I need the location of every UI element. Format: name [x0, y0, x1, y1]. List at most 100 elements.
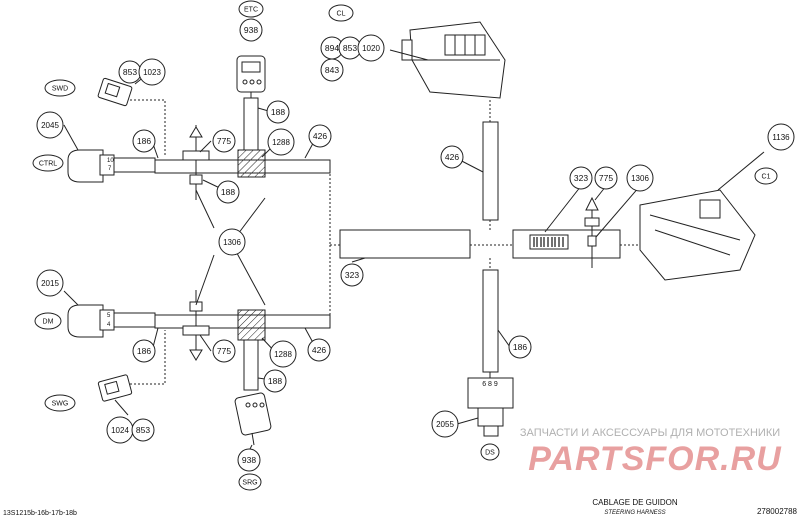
callout-c-186-upper: 186 [132, 129, 156, 153]
footer-title: CABLAGE DE GUIDON [592, 498, 678, 507]
callout-c-2045: 2045 [36, 111, 64, 139]
tag-c1: C1 [754, 167, 778, 185]
svg-text:186: 186 [137, 346, 151, 356]
tag-ds: DS [480, 443, 500, 461]
callout-c-188-upper-low: 188 [216, 180, 240, 204]
ds-lead [482, 269, 499, 373]
callout-c-1306-right: 1306 [626, 164, 654, 192]
callout-c-843: 843 [320, 58, 344, 82]
cl-lead [482, 121, 499, 221]
ctrl-pin-a: 10 [107, 158, 114, 164]
swg-connector [97, 374, 133, 402]
lower-srg-lead [243, 339, 259, 391]
callout-c-323-right: 323 [569, 166, 593, 190]
callout-c-775-right: 775 [594, 166, 618, 190]
footer-subtitle: STEERING HARNESS [604, 510, 665, 516]
watermark-brand: PARTSFOR.RU [528, 440, 782, 478]
svg-text:188: 188 [268, 376, 282, 386]
svg-text:DS: DS [485, 450, 495, 457]
svg-text:1306: 1306 [223, 238, 241, 247]
svg-text:853: 853 [136, 425, 150, 435]
srg-connector [234, 392, 272, 446]
callout-c-938-bottom: 938 [237, 448, 261, 472]
svg-text:853: 853 [343, 43, 357, 53]
callout-c-1020: 1020 [357, 34, 385, 62]
dm-pin-b: 4 [107, 322, 111, 328]
svg-text:CTRL: CTRL [39, 161, 57, 168]
svg-text:186: 186 [513, 342, 527, 352]
tag-srg: SRG [238, 473, 262, 491]
svg-text:775: 775 [217, 346, 231, 356]
svg-text:775: 775 [217, 136, 231, 146]
svg-text:ETC: ETC [244, 7, 258, 14]
svg-text:DM: DM [43, 319, 54, 326]
callout-c-2015: 2015 [36, 269, 64, 297]
upper-junction-block [237, 149, 266, 178]
callout-c-186-lower: 186 [132, 339, 156, 363]
svg-text:1020: 1020 [362, 44, 380, 53]
svg-text:426: 426 [313, 131, 327, 141]
lower-junction-block [237, 309, 266, 341]
svg-text:323: 323 [345, 270, 359, 280]
callout-c-2055: 2055 [431, 410, 459, 438]
tag-cl: CL [328, 4, 354, 22]
svg-text:1306: 1306 [631, 174, 649, 183]
callout-c-186-right: 186 [508, 335, 532, 359]
tag-ctrl: CTRL [32, 154, 64, 172]
callout-c-938-top: 938 [239, 18, 263, 42]
callout-c-188-lower: 188 [263, 369, 287, 393]
svg-text:775: 775 [599, 173, 613, 183]
c1-connector [639, 189, 756, 281]
callout-c-775-lower: 775 [212, 339, 236, 363]
callout-c-323-left: 323 [340, 263, 364, 287]
ctrl-pin-b: 7 [108, 166, 112, 172]
svg-text:CL: CL [337, 11, 346, 18]
svg-text:2045: 2045 [41, 121, 59, 130]
tag-etc: ETC [238, 0, 264, 18]
callout-c-1024: 1024 [106, 416, 134, 444]
svg-text:323: 323 [574, 173, 588, 183]
dm-pin-a: 5 [107, 313, 111, 319]
svg-text:1136: 1136 [772, 133, 790, 142]
callout-c-1136: 1136 [767, 123, 795, 151]
svg-text:938: 938 [244, 25, 258, 35]
svg-text:843: 843 [325, 65, 339, 75]
footer-left-code: 13S1215b-16b-17b-18b [3, 510, 77, 517]
svg-text:188: 188 [271, 107, 285, 117]
svg-text:894: 894 [325, 43, 339, 53]
svg-text:1023: 1023 [143, 68, 161, 77]
ctrl-stub [112, 157, 156, 173]
svg-text:2015: 2015 [41, 279, 59, 288]
svg-text:186: 186 [137, 136, 151, 146]
etc-connector [236, 55, 266, 98]
callout-c-426-mid: 426 [440, 145, 464, 169]
svg-text:1288: 1288 [274, 350, 292, 359]
upper-etc-lead [243, 97, 259, 151]
callout-c-426-lower: 426 [307, 338, 331, 362]
ds-pins: 6 8 9 [482, 381, 498, 388]
svg-text:426: 426 [445, 152, 459, 162]
svg-text:1288: 1288 [272, 138, 290, 147]
dm-stub [112, 312, 156, 328]
callout-c-775-upper: 775 [212, 129, 236, 153]
watermark-tagline: ЗАПЧАСТИ И АКСЕССУАРЫ ДЛЯ МОТОТЕХНИКИ [520, 427, 780, 439]
svg-text:853: 853 [123, 67, 137, 77]
callout-c-188-upper-right: 188 [266, 100, 290, 124]
svg-text:C1: C1 [762, 174, 771, 181]
ctrl-connector [67, 149, 115, 183]
callout-c-853-top: 853 [118, 60, 142, 84]
dm-connector [67, 304, 115, 338]
svg-text:2055: 2055 [436, 420, 454, 429]
callout-c-1288-upper: 1288 [267, 128, 295, 156]
tag-swd: SWD [44, 79, 76, 97]
callout-c-1023: 1023 [138, 58, 166, 86]
callouts: 938 853 1023 894 853 1020 843 2045 186 775 188 1288… [36, 18, 795, 472]
svg-text:SWD: SWD [52, 86, 68, 93]
svg-text:SWG: SWG [52, 401, 69, 408]
tag-swg: SWG [44, 394, 76, 412]
main-trunk-sleeve [339, 229, 471, 259]
svg-text:426: 426 [312, 345, 326, 355]
callout-c-853-bottom: 853 [131, 418, 155, 442]
